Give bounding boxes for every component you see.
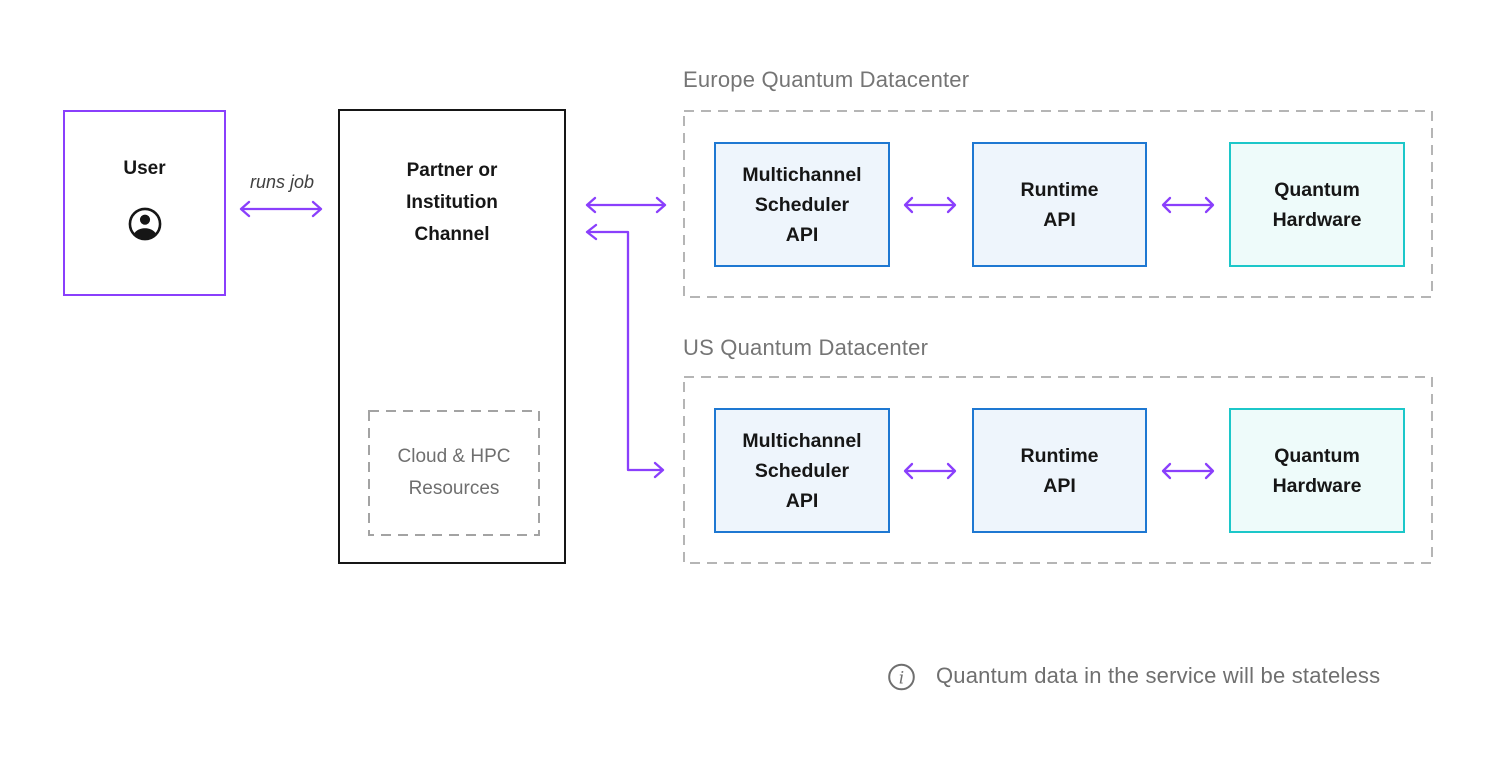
europe-scheduler-api-box: Multichannel Scheduler API — [714, 142, 890, 267]
cloud-hpc-box: Cloud & HPC Resources — [368, 410, 540, 536]
partner-channel-label: Partner or Institution Channel — [406, 160, 498, 245]
user-label: User — [123, 158, 166, 179]
svg-text:i: i — [899, 669, 904, 689]
europe-datacenter-container: Multichannel Scheduler API Runtime API Q… — [683, 110, 1433, 298]
europe-runtime-api-box: Runtime API — [972, 142, 1147, 267]
europe-datacenter-title: Europe Quantum Datacenter — [683, 67, 970, 92]
arrow-partner-us — [585, 223, 665, 479]
europe-arrow-scheduler-runtime — [903, 196, 957, 214]
partner-channel-box: Partner or Institution Channel Cloud & H… — [338, 109, 566, 564]
us-scheduler-api-box: Multichannel Scheduler API — [714, 408, 890, 533]
us-datacenter-container: Multichannel Scheduler API Runtime API Q… — [683, 376, 1433, 564]
us-arrow-scheduler-runtime — [903, 462, 957, 480]
europe-quantum-hardware-box: Quantum Hardware — [1229, 142, 1405, 267]
user-avatar-icon — [127, 206, 163, 247]
footer-note: Quantum data in the service will be stat… — [936, 663, 1381, 688]
user-box: User — [63, 110, 226, 296]
info-icon: i — [888, 663, 915, 691]
us-arrow-runtime-hardware — [1161, 462, 1215, 480]
arrow-user-partner — [239, 200, 323, 218]
europe-arrow-runtime-hardware — [1161, 196, 1215, 214]
arrow-partner-europe — [585, 196, 667, 214]
runs-job-label: runs job — [249, 172, 315, 192]
cloud-hpc-label: Cloud & HPC Resources — [397, 446, 511, 499]
us-quantum-hardware-box: Quantum Hardware — [1229, 408, 1405, 533]
us-datacenter-title: US Quantum Datacenter — [683, 335, 929, 360]
arrow-partner-datacenters — [585, 196, 667, 479]
us-runtime-api-box: Runtime API — [972, 408, 1147, 533]
